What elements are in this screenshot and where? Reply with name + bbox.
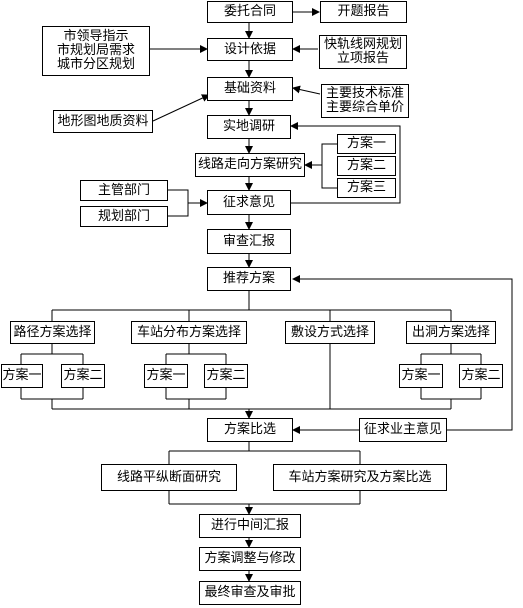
site-survey-box: 实地调研 <box>207 115 291 139</box>
adjust-revise-label: 方案调整与修改 <box>204 551 296 566</box>
owner-opinion-box: 征求业主意见 <box>359 418 447 442</box>
design-basis-box: 设计依据 <box>207 38 293 61</box>
scheme-1-label: 方案一 <box>346 136 386 151</box>
scheme-3-label: 方案三 <box>346 180 386 195</box>
basic-data-box: 基础资料 <box>207 77 293 101</box>
proposal-report-label: 开题报告 <box>337 4 390 19</box>
bracket-schemes <box>321 143 337 189</box>
profile-study-box: 线路平纵断面研究 <box>101 464 237 491</box>
route-opt2-box: 方案二 <box>61 364 105 388</box>
feedback-owner-recommend <box>292 275 513 431</box>
interim-report-box: 进行中间汇报 <box>199 514 301 538</box>
station-opt1-box: 方案一 <box>144 364 188 388</box>
station-opt2-box: 方案二 <box>204 364 248 388</box>
final-approval-label: 最终审查及审批 <box>204 585 296 600</box>
station-opt1-label: 方案一 <box>146 368 186 383</box>
compare-label: 方案比选 <box>223 422 276 437</box>
review-report-label: 审查汇报 <box>222 233 275 249</box>
portal-opt2-label: 方案二 <box>461 368 501 383</box>
feedback-opinion-survey <box>290 122 401 204</box>
topo-geology-box: 地形图地质资料 <box>53 110 153 133</box>
basic-data-label: 基础资料 <box>223 81 276 96</box>
route-study-label: 线路走向方案研究 <box>197 157 302 172</box>
station-opt2-label: 方案二 <box>206 368 246 383</box>
solicit-opinion-label: 征求意见 <box>222 194 275 210</box>
station-study-label: 车站方案研究及方案比选 <box>288 469 432 485</box>
site-survey-label: 实地调研 <box>222 119 275 134</box>
dept-main-label: 主管部门 <box>97 182 150 198</box>
compare-box: 方案比选 <box>207 418 293 442</box>
leader-line-2: 市规划局需求 <box>56 43 135 58</box>
owner-opinion-label: 征求业主意见 <box>363 422 442 437</box>
route-opt1-box: 方案一 <box>1 364 43 388</box>
portal-opt1-box: 方案一 <box>399 364 443 388</box>
tech-standards-box: 主要技术标准 主要综合单价 <box>321 84 409 118</box>
dept-plan-box: 规划部门 <box>80 206 168 227</box>
dept-main-box: 主管部门 <box>80 180 168 201</box>
station-study-box: 车站方案研究及方案比选 <box>273 464 447 491</box>
station-select-box: 车站分布方案选择 <box>131 321 247 344</box>
scheme-3-box: 方案三 <box>337 178 396 198</box>
scheme-1-box: 方案一 <box>337 134 396 154</box>
portal-select-box: 出洞方案选择 <box>406 321 496 344</box>
portal-select-label: 出洞方案选择 <box>411 324 490 340</box>
bracket-departments <box>168 189 189 217</box>
route-select-label: 路径方案选择 <box>13 324 92 340</box>
railnet-line-2: 立项报告 <box>336 51 389 66</box>
topo-geology-label: 地形图地质资料 <box>57 113 149 129</box>
tech-line-2: 主要综合单价 <box>325 100 404 115</box>
railnet-line-1: 快轨线网规划 <box>323 37 402 52</box>
recommend-label: 推荐方案 <box>222 271 275 286</box>
entrust-contract-box: 委托合同 <box>207 1 293 23</box>
route-select-box: 路径方案选择 <box>10 321 95 344</box>
leader-line-1: 市领导指示 <box>63 29 129 44</box>
arrow-topo-basicdata <box>152 94 210 122</box>
portal-opt2-box: 方案二 <box>459 364 503 388</box>
profile-study-label: 线路平纵断面研究 <box>116 469 221 485</box>
station-select-label: 车站分布方案选择 <box>136 324 241 340</box>
laying-select-label: 敷设方式选择 <box>290 324 369 340</box>
railnet-plan-box: 快轨线网规划 立项报告 <box>319 35 407 69</box>
scheme-2-box: 方案二 <box>337 156 396 176</box>
route-opt2-label: 方案二 <box>63 368 103 383</box>
recommend-box: 推荐方案 <box>207 267 291 291</box>
laying-select-box: 敷设方式选择 <box>285 321 375 344</box>
entrust-contract-label: 委托合同 <box>223 4 276 19</box>
leader-instructions-box: 市领导指示 市规划局需求 城市分区规划 <box>42 26 150 76</box>
review-report-box: 审查汇报 <box>207 229 291 254</box>
leader-line-3: 城市分区规划 <box>56 57 135 72</box>
adjust-revise-box: 方案调整与修改 <box>199 547 301 571</box>
route-study-box: 线路走向方案研究 <box>195 153 305 177</box>
scheme-2-label: 方案二 <box>346 158 386 173</box>
final-approval-box: 最终审查及审批 <box>199 581 301 605</box>
proposal-report-box: 开题报告 <box>320 1 407 23</box>
portal-opt1-label: 方案一 <box>401 368 441 383</box>
arrow-tech-basicdata <box>292 85 321 95</box>
interim-report-label: 进行中间汇报 <box>210 518 289 533</box>
tech-line-1: 主要技术标准 <box>325 86 404 101</box>
dept-plan-label: 规划部门 <box>97 208 150 224</box>
route-opt1-label: 方案一 <box>2 368 42 383</box>
solicit-opinion-box: 征求意见 <box>207 190 291 215</box>
design-basis-label: 设计依据 <box>223 41 276 57</box>
